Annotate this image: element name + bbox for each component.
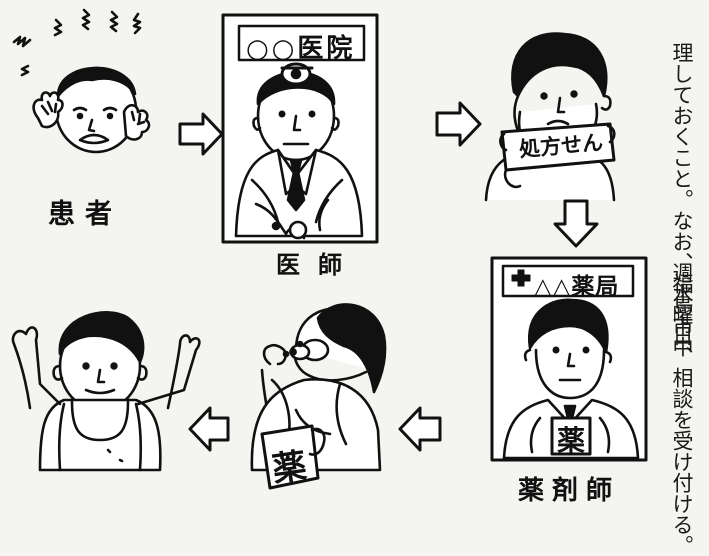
pharmacy-sign: △△薬局 <box>534 274 620 300</box>
arrow-down <box>553 199 599 248</box>
patient-with-prescription-figure <box>484 32 616 202</box>
article-column-1: 理しておくこと。なお、福島市中 <box>670 42 694 357</box>
doctor-figure <box>234 62 364 240</box>
arrow-right-2 <box>435 101 482 147</box>
arrow-left-2 <box>188 406 230 452</box>
sick-patient-figure <box>12 8 151 154</box>
healthy-patient-figure <box>11 311 201 472</box>
hospital-sign: ○○医院 <box>246 34 356 64</box>
patient-label: 患者 <box>48 199 122 230</box>
doctor-card <box>221 13 379 244</box>
pharmacist-figure <box>502 298 640 460</box>
medicine-bag-label-patient: 薬 <box>269 445 310 491</box>
medicine-bag-label-pharmacist: 薬 <box>557 424 586 457</box>
pharmacist-card <box>490 256 648 462</box>
doctor-label: 医師 <box>276 251 360 279</box>
pharmacy-workflow-illustration: 患者 医師 薬剤師 ○○医院 △△薬局 処方せん 薬 薬 理しておくこと。なお、… <box>11 8 694 556</box>
article-column-2: 週水曜日、相談を受け付ける。 <box>670 262 694 556</box>
pharmacist-label: 薬剤師 <box>518 476 621 506</box>
arrow-left-1 <box>398 406 442 452</box>
arrow-right-1 <box>178 112 224 156</box>
patient-taking-medicine-figure <box>250 303 387 490</box>
